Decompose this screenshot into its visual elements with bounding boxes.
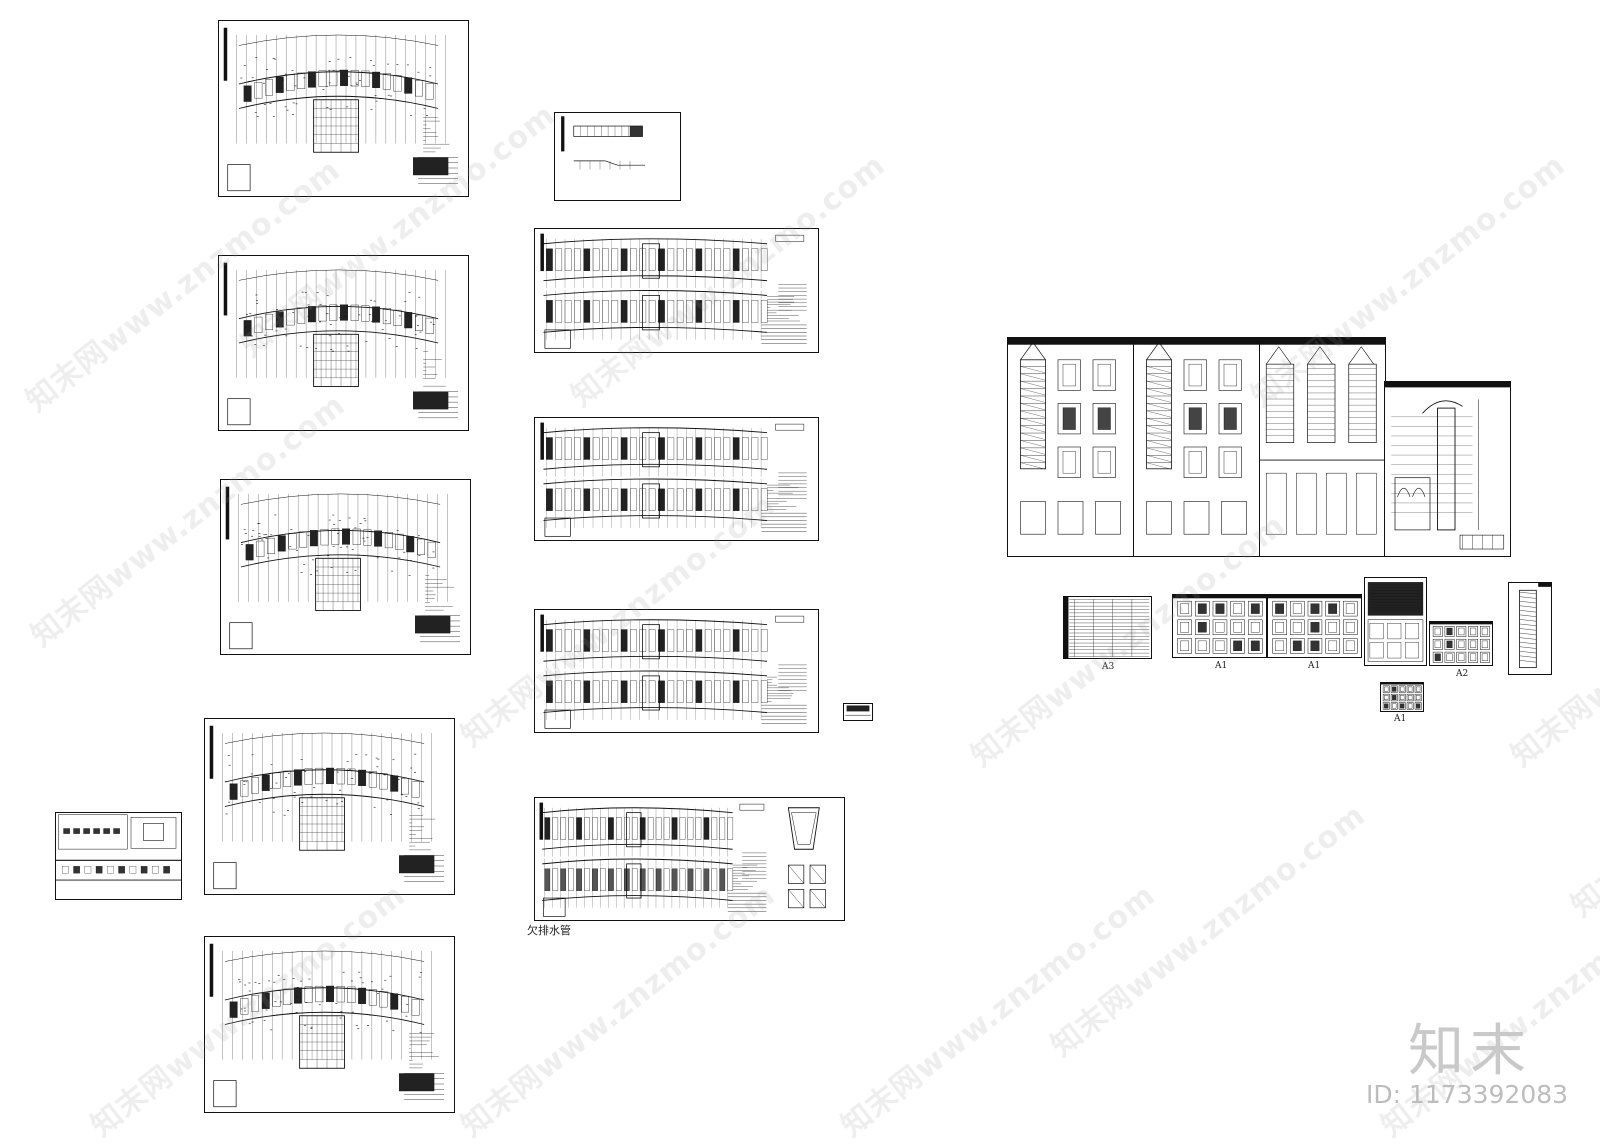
sheet-linework [223,262,459,426]
sheet-elevation-4 [1384,381,1511,557]
watermark-text: 知末网www.znzmo.com [1044,797,1373,1064]
sheet-linework [1134,338,1259,535]
sheet-a1-details-1 [1172,594,1267,658]
sheet-tower-elevation [1508,582,1552,675]
image-id-label: ID: 1173392083 [1366,1080,1569,1109]
sheet-ground-floor-plan [218,255,469,431]
sheet-size-a2: A2 [1456,669,1469,679]
sheet-linework [539,802,826,917]
sheet-linework [1381,683,1423,710]
sheet-strip-plan-2 [534,417,819,541]
sheet-site-plan [218,20,469,197]
sheet-linework [1367,582,1424,662]
sheet-detail-small [55,812,182,900]
sheet-second-floor-plan [220,479,471,655]
sheet-strip-plan-1 [534,228,819,353]
sheet-size-a1-second: A1 [1308,661,1321,671]
sheet-linework [1385,382,1510,550]
sheet-linework [225,486,461,650]
sheet-linework [223,27,459,192]
sheet-elevation-3 [1259,337,1386,557]
watermark-text: 知末网www.znzmo.com [1564,657,1600,924]
sheet-third-floor-plan [204,718,455,895]
sheet-linework [561,116,645,170]
sheet-a1-details-2 [1267,594,1362,658]
sheet-strip-plan-3 [534,609,819,733]
sheet-a1-small [1380,682,1424,712]
sheet-tiny-note [843,703,873,721]
sheet-linework [540,233,807,349]
sheet-linework [1430,622,1492,663]
sheet-section-small [554,112,681,201]
sheet-linework [1064,597,1150,658]
sheet-linework [1173,595,1266,654]
brand-logo-text: 知末 [1408,1019,1532,1084]
sheet-strip-plan-4 [534,797,845,921]
sheet-linework [1008,338,1133,535]
sheet-linework [540,614,807,729]
sheet-a3-table [1063,596,1152,659]
sheet-linework [1268,595,1361,654]
sheet-linework [56,814,181,881]
sheet-linework [540,422,807,537]
watermark-text: 知末网www.znzmo.com [834,877,1163,1144]
sheet-a2-detail [1429,621,1493,666]
sheet-linework [209,725,445,890]
sheet-linework [209,943,445,1108]
sheet-elevation-1 [1007,337,1134,557]
sheet-linework [1519,583,1551,669]
sheet-a2-notes [1364,577,1427,666]
sheet-elevation-2 [1133,337,1260,557]
sheet-linework [1260,338,1385,535]
sheet-size-a3: A3 [1102,662,1115,672]
sheet-roof-plan [204,936,455,1113]
sheet-linework [845,705,871,716]
sheet-size-a1-first: A1 [1215,661,1228,671]
drain-note-label: 欠排水管 [527,924,571,937]
sheet-size-a1-third: A1 [1394,714,1407,724]
